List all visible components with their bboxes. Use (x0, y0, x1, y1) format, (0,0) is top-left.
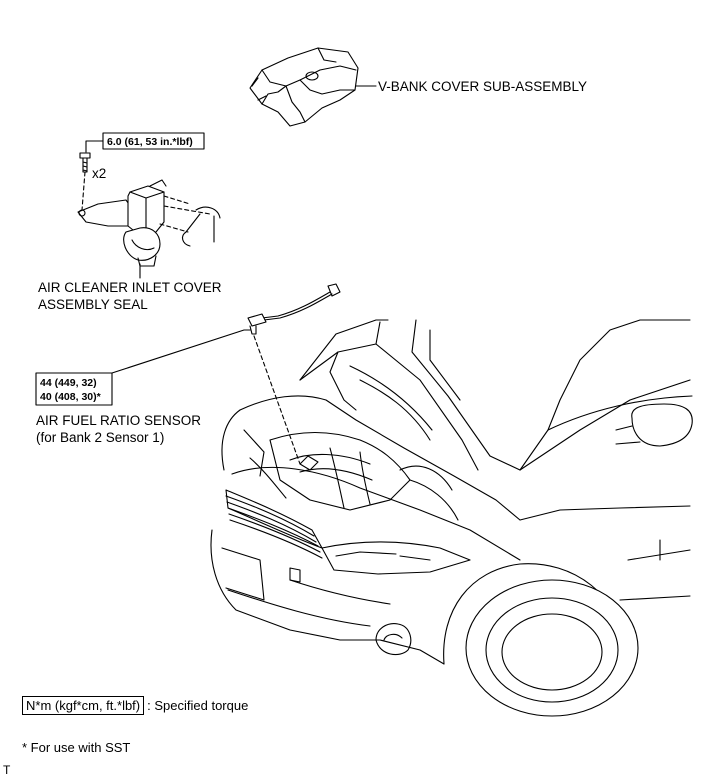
corner-mark: T (3, 763, 11, 777)
torque-legend: N*m (kgf*cm, ft.*lbf): Specified torque (22, 696, 248, 715)
sensor-torque-spec-1: 44 (449, 32) (40, 377, 97, 389)
sensor-torque-spec-2: 40 (408, 30)* (40, 391, 102, 403)
air-cleaner-seal-label-line1: AIR CLEANER INLET COVER (38, 280, 222, 295)
air-cleaner-seal-label-line2: ASSEMBLY SEAL (38, 297, 148, 312)
torque-unit-description: Specified torque (154, 698, 249, 713)
sensor-label-line1: AIR FUEL RATIO SENSOR (36, 413, 201, 428)
legend-colon: : (147, 698, 151, 713)
v-bank-cover-illustration (249, 47, 377, 127)
sensor-label-line2: (for Bank 2 Sensor 1) (36, 430, 164, 445)
air-cleaner-seal-illustration (77, 179, 221, 279)
bolt-torque-spec: 6.0 (61, 53 in.*lbf) (107, 136, 193, 148)
sst-footnote: * For use with SST (22, 740, 131, 755)
vehicle-illustration (210, 319, 693, 717)
torque-unit-box: N*m (kgf*cm, ft.*lbf) (22, 696, 145, 715)
v-bank-cover-label: V-BANK COVER SUB-ASSEMBLY (378, 79, 587, 94)
bolt-torque-callout (79, 132, 205, 211)
air-fuel-ratio-sensor-illustration (35, 283, 341, 465)
bolt-quantity: x2 (92, 166, 106, 181)
